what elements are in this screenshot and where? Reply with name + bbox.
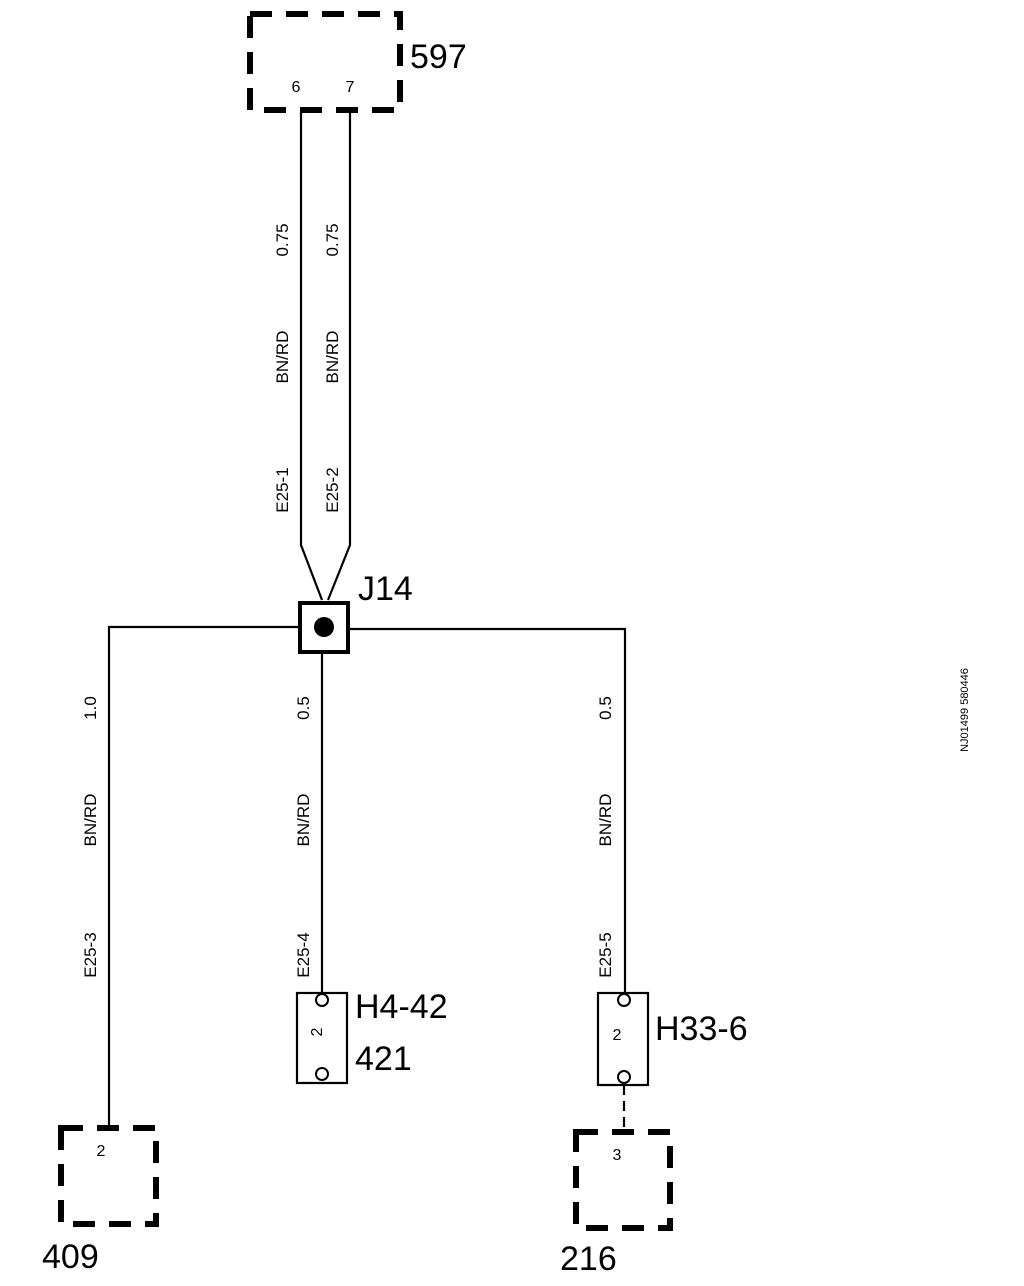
wire-e25-2-color: BN/RD [323, 331, 342, 384]
splice-j14-box [298, 601, 350, 654]
connector-h33-6[interactable]: 2 H33-6 [596, 991, 748, 1087]
wire-e25-1-circuit: E25-1 [273, 467, 292, 512]
splice-j14[interactable]: J14 [298, 570, 413, 654]
splice-j14-node [314, 617, 334, 637]
wire-e25-1-color: BN/RD [273, 331, 292, 384]
component-597-pin-7: 7 [346, 79, 355, 96]
bus-right[interactable] [349, 627, 627, 995]
component-409-pin: 2 [97, 1143, 106, 1160]
wire-e25-2[interactable] [326, 112, 352, 601]
component-216-pin: 3 [613, 1147, 622, 1164]
component-216-outline [573, 1129, 673, 1231]
splice-j14-label: J14 [358, 570, 413, 608]
wire-e25-1[interactable] [299, 112, 324, 601]
wire-e25-4-size: 0.5 [294, 696, 313, 720]
connector-h33-6-pin-bottom [617, 1070, 631, 1084]
bus-left[interactable] [107, 625, 300, 1128]
component-216[interactable]: 3 216 [560, 1129, 673, 1278]
connector-h4-42-pin-number: 2 [309, 1027, 326, 1036]
connector-h33-6-pin-number: 2 [613, 1027, 622, 1044]
wire-e25-3-size: 1.0 [81, 696, 100, 720]
wire-e25-5-circuit: E25-5 [596, 932, 615, 977]
connector-h4-42[interactable]: 2 H4-42 421 [295, 988, 448, 1085]
component-597-label: 597 [410, 38, 467, 76]
connector-h33-6-label: H33-6 [655, 1010, 748, 1048]
connector-h4-42-pin-bottom [315, 1067, 329, 1081]
component-597-pin-6: 6 [292, 79, 301, 96]
wire-e25-5-color: BN/RD [596, 794, 615, 847]
wire-e25-4-circuit: E25-4 [294, 932, 313, 977]
wire-e25-3-circuit: E25-3 [81, 932, 100, 977]
connector-h4-42-label: H4-42 [355, 988, 448, 1026]
connector-h33-6-body [596, 991, 650, 1087]
component-409-label: 409 [42, 1238, 99, 1276]
wire-e25-2-circuit: E25-2 [323, 467, 342, 512]
connector-h4-42-pin-top [315, 993, 329, 1007]
wire-e25-3-color: BN/RD [81, 794, 100, 847]
component-409-outline [58, 1125, 159, 1227]
connector-h33-6-pin-top [617, 993, 631, 1007]
figure-reference: NJ01499 580446 [959, 668, 971, 752]
component-216-label: 216 [560, 1240, 617, 1278]
wire-e25-4-color: BN/RD [294, 794, 313, 847]
component-597[interactable]: 6 7 597 [247, 11, 467, 113]
wire-e25-1-size: 0.75 [273, 223, 292, 256]
component-409[interactable]: 2 409 [42, 1125, 159, 1276]
connector-h4-42-sub-label: 421 [355, 1040, 412, 1078]
wire-e25-2-size: 0.75 [323, 223, 342, 256]
component-597-outline [247, 11, 403, 113]
wire-e25-5-size: 0.5 [596, 696, 615, 720]
